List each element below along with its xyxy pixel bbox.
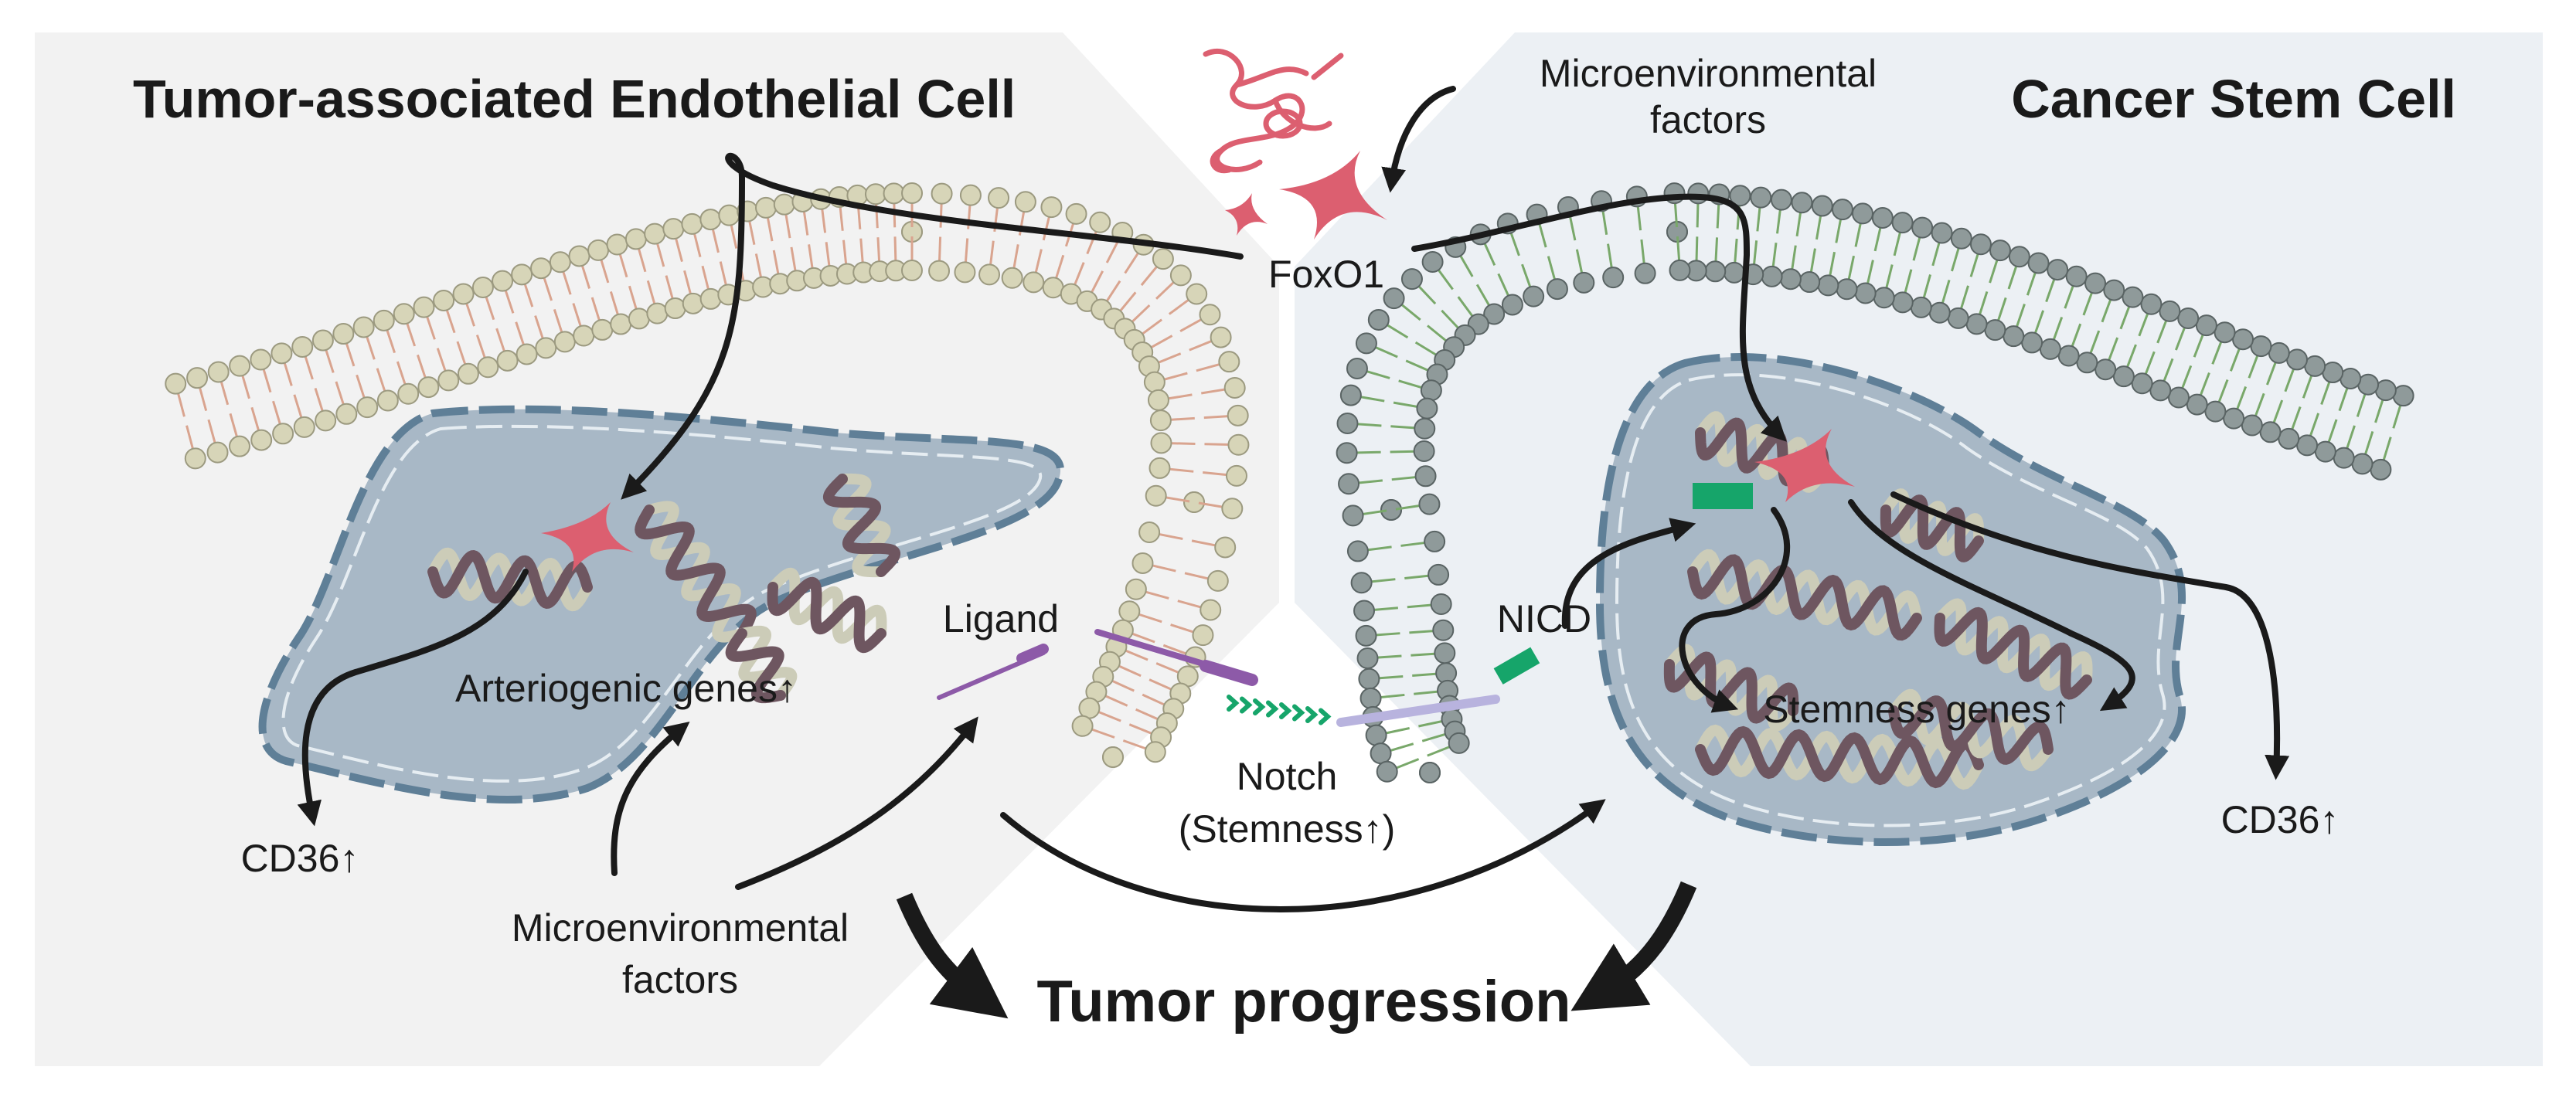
arrow-foxo1-to-cd36	[1890, 491, 2290, 780]
stem-cell-membrane	[1336, 182, 2414, 783]
micro-bottom-line2: factors	[622, 958, 738, 1001]
notch-receptor	[1336, 695, 1500, 727]
cd36-left-label: CD36↑	[241, 837, 359, 880]
micro-top-line1: Microenvironmental	[1540, 52, 1877, 95]
stem-cell-title: Cancer Stem Cell	[2011, 69, 2456, 129]
dna-right	[1663, 411, 2093, 790]
foxo1-protein-structure-icon	[1203, 48, 1344, 174]
arrow-micro-to-foxo1	[1381, 86, 1456, 193]
arrow-nicd-to-stemness-genes	[1679, 507, 1791, 713]
arrow-left-to-tumor-progression	[896, 892, 1009, 1019]
foxo1-star-icon	[1754, 429, 1855, 502]
foxo1-label: FoxO1	[1268, 253, 1384, 296]
nicd-block	[1693, 483, 1753, 509]
nicd-fragment	[1493, 647, 1540, 685]
ligand-label: Ligand	[943, 597, 1059, 640]
arrow-foxo1-to-stemcell-nucleus	[1411, 193, 1787, 442]
arrow-right-to-tumor-progression	[1570, 881, 1697, 1011]
cd36-right-label: CD36↑	[2221, 798, 2339, 841]
endothelial-membrane	[165, 182, 1250, 768]
notch-chevrons	[1227, 695, 1332, 725]
foxo1-star-icon	[541, 502, 634, 572]
arrow-ligand-to-stemcell	[1000, 799, 1606, 912]
stemness-genes-label: Stemness genes↑	[1763, 688, 2070, 731]
arrow-micro-to-nucleus	[611, 722, 690, 876]
notch-label-line1: Notch	[1237, 755, 1338, 798]
notch-label-line2: (Stemness↑)	[1179, 807, 1396, 851]
arteriogenic-genes-label: Arteriogenic genes↑	[455, 667, 797, 710]
micro-bottom-line1: Microenvironmental	[512, 906, 849, 950]
arrow-nicd-to-nucleus	[1561, 518, 1696, 629]
tumor-progression-title: Tumor progression	[1036, 969, 1570, 1035]
arrow-arteriogenic-to-cd36	[297, 569, 529, 827]
arrow-foxo1-to-endothelial-nucleus	[621, 152, 1244, 500]
arrow-foxo1-to-stemness-genes	[1848, 499, 2135, 712]
arrow-micro-to-ligand	[735, 716, 978, 890]
nicd-label: NICD	[1497, 597, 1591, 640]
foxo1-star-icon	[1225, 193, 1268, 236]
ligand-icon	[937, 629, 1258, 700]
dna-left	[427, 473, 901, 704]
foxo1-star-icon	[1279, 151, 1387, 240]
endothelial-title: Tumor-associated Endothelial Cell	[133, 69, 1016, 129]
micro-top-line2: factors	[1650, 98, 1766, 141]
